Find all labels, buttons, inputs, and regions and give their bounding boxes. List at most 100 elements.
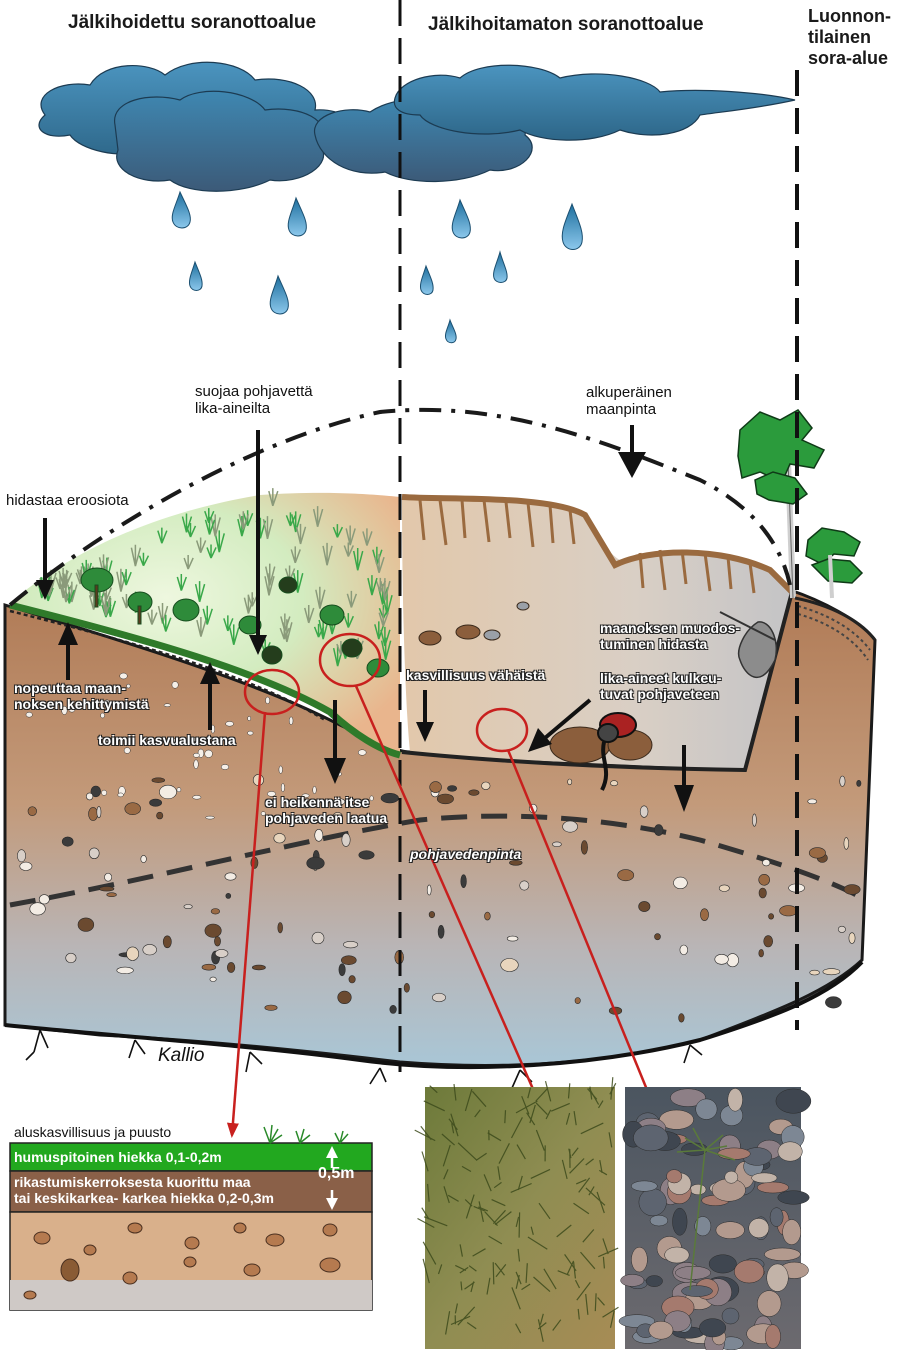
grass-tuft (202, 605, 213, 625)
pebble (264, 1004, 278, 1011)
pine-needle (454, 1303, 458, 1314)
pebble (431, 992, 446, 1003)
pebble (85, 792, 94, 801)
pine-needle (450, 1113, 459, 1137)
pine-needle (510, 1182, 532, 1193)
pine-needle (443, 1169, 449, 1180)
label-protects-line1: suojaa pohjavettä (195, 383, 313, 400)
pine-needle (421, 1207, 430, 1220)
pebble (273, 833, 286, 844)
label-no-impact-line2: pohjaveden laatua (265, 810, 388, 826)
pebble (159, 784, 177, 800)
pine-needle (518, 1212, 521, 1238)
pebble (758, 887, 767, 899)
pebble (403, 982, 410, 993)
pebble (837, 925, 846, 933)
grass-tuft (176, 573, 188, 591)
pine-needle (568, 1148, 572, 1159)
grass-tuft (116, 568, 127, 592)
pebble (679, 944, 688, 956)
gravel-stone (620, 1274, 645, 1287)
pebble (265, 696, 270, 705)
pine-needle (445, 1311, 451, 1335)
grass-tuft (380, 637, 392, 660)
pebble (176, 787, 182, 793)
pine-needle (451, 1123, 455, 1134)
gravel-stone (633, 1124, 669, 1152)
pine-needle (599, 1159, 603, 1174)
label-bedrock: Kallio (158, 1045, 205, 1066)
pebble (580, 840, 588, 855)
pine-needle (598, 1247, 619, 1258)
pine-needle (486, 1277, 491, 1295)
grass-tuft (130, 544, 142, 567)
header-natural-area: Luonnon- tilainen sora-alue (808, 6, 891, 69)
grass-tuft (285, 512, 297, 527)
pine-needle (457, 1142, 478, 1161)
pine-needle (459, 1266, 469, 1274)
pine-needle (495, 1264, 507, 1278)
pebble (104, 872, 112, 882)
grass-tuft (61, 582, 72, 603)
grass-tuft (346, 590, 358, 608)
pebble (268, 816, 273, 825)
pine-needle (491, 1199, 506, 1207)
grass-tuft (315, 586, 326, 609)
pine-needle (517, 1248, 521, 1262)
grass-tuft (374, 554, 385, 574)
pebble (192, 795, 202, 800)
pebble (101, 789, 107, 796)
label-pollutants-line1: lika-aineet kulkeu- (600, 670, 722, 686)
pine-needle (561, 1159, 568, 1180)
pebble (96, 806, 102, 819)
pine-needle (447, 1194, 459, 1202)
pebble (389, 1005, 397, 1014)
storm-clouds (38, 61, 796, 192)
grass-tuft (183, 554, 194, 570)
raindrops (171, 190, 583, 344)
grass-tuft (343, 613, 355, 628)
gravel-stone (638, 1188, 667, 1217)
gravel-stone (764, 1247, 801, 1261)
gravel-stone (734, 1259, 765, 1284)
natural-trees (737, 409, 877, 661)
pine-needle (576, 1281, 591, 1301)
pine-needle (494, 1262, 505, 1276)
label-slow-formation-line2: tuminen hidasta (600, 636, 708, 652)
grass-tuft (265, 563, 276, 586)
pine-needle (529, 1104, 536, 1124)
grass-tuft (380, 578, 391, 601)
label-slow-formation-line1: maanoksen muodos- (600, 620, 741, 636)
pine-needle (533, 1276, 551, 1293)
gravel-stone (751, 1172, 778, 1184)
pine-needle (420, 1125, 432, 1141)
grass-tuft (181, 513, 193, 533)
pine-needle (498, 1143, 510, 1164)
pine-needle (585, 1187, 606, 1206)
pebble (436, 793, 454, 805)
pebble (247, 730, 254, 736)
label-protects-line2: lika-aineilta (195, 400, 271, 417)
pine-needle (516, 1144, 526, 1160)
pebble (68, 704, 76, 713)
label-scarce-vegetation: kasvillisuus vähäistä (406, 667, 546, 683)
pebble (260, 811, 266, 816)
pine-needle (539, 1313, 544, 1325)
pine-needle (515, 1323, 522, 1334)
pebble (27, 806, 37, 817)
callout-markers (226, 632, 654, 1138)
grass-tuft (367, 575, 378, 596)
pine-needle (517, 1175, 523, 1191)
label-pollutants-to-groundwater: lika-aineet kulkeu- tuvat pohjaveteen (600, 670, 721, 702)
pine-needle (545, 1109, 552, 1120)
pebble (839, 775, 846, 787)
pine-needle (602, 1256, 605, 1269)
pebble (227, 962, 236, 973)
pine-needle (423, 1100, 445, 1112)
label-speeds-line2: noksen kehittymistä (14, 696, 149, 712)
pebble (298, 801, 313, 809)
pine-needle (422, 1241, 437, 1265)
pine-needle (515, 1100, 538, 1114)
pine-needle (598, 1169, 608, 1176)
pine-needle (471, 1090, 487, 1108)
